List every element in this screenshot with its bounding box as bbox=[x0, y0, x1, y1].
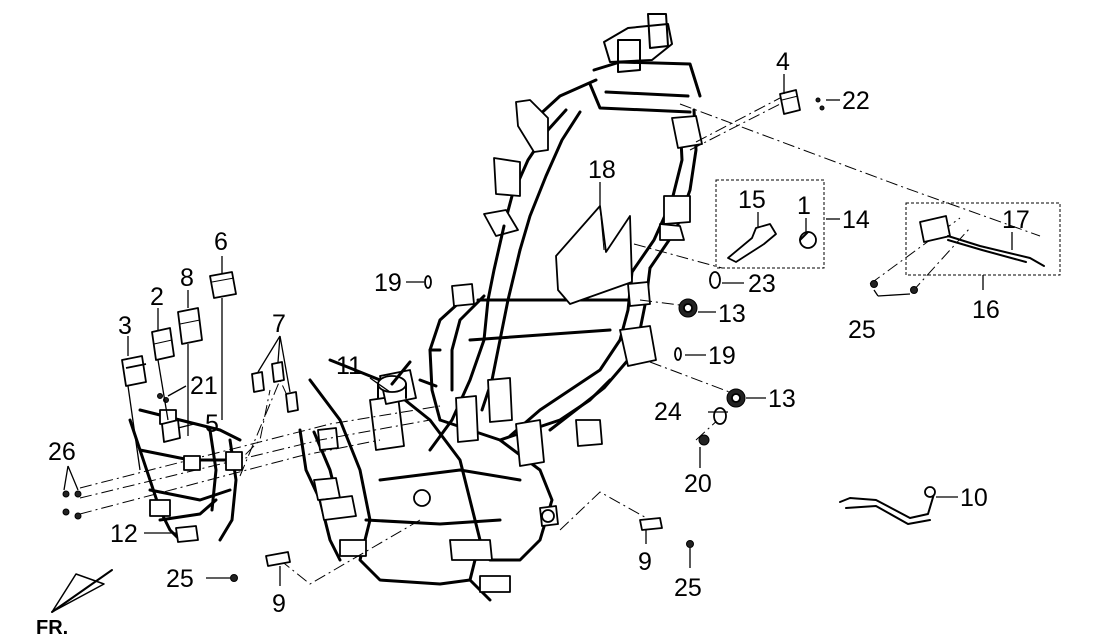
label-part-22: 22 bbox=[842, 87, 870, 115]
part-18-plate bbox=[555, 205, 633, 305]
part-20-nut bbox=[698, 434, 710, 446]
part-12-front-bracket bbox=[128, 408, 243, 543]
label-part-11: 11 bbox=[336, 352, 362, 380]
label-part-13a: 13 bbox=[718, 300, 746, 328]
label-part-12: 12 bbox=[110, 520, 138, 548]
part-1-bushing bbox=[799, 231, 817, 249]
label-part-5: 5 bbox=[205, 410, 219, 438]
label-part-25a: 25 bbox=[848, 316, 876, 344]
label-part-3: 3 bbox=[118, 312, 132, 340]
part-25-nuts bbox=[230, 280, 918, 582]
part-4-clamp bbox=[779, 89, 801, 115]
label-part-1: 1 bbox=[797, 192, 811, 220]
label-part-19b: 19 bbox=[708, 342, 736, 370]
front-marker-text: FR. bbox=[36, 617, 68, 639]
part-22-screws bbox=[815, 97, 825, 111]
label-part-8: 8 bbox=[180, 264, 194, 292]
label-part-20: 20 bbox=[684, 470, 712, 498]
part-23-washer bbox=[709, 271, 721, 289]
part-7-clips bbox=[251, 361, 299, 413]
label-part-23: 23 bbox=[748, 270, 776, 298]
part-5-block bbox=[161, 419, 181, 443]
main-frame bbox=[298, 13, 703, 602]
part-6-relay bbox=[209, 271, 237, 299]
part-10-rod bbox=[839, 486, 936, 525]
part-9-clamps bbox=[265, 517, 663, 567]
label-part-21: 21 bbox=[190, 372, 218, 400]
label-part-18: 18 bbox=[588, 156, 616, 184]
label-part-13b: 13 bbox=[768, 385, 796, 413]
label-part-9b: 9 bbox=[638, 548, 652, 576]
part-2-connector bbox=[151, 327, 175, 361]
label-part-6: 6 bbox=[214, 228, 228, 256]
part-8-connector bbox=[177, 307, 203, 345]
label-part-19a: 19 bbox=[374, 269, 402, 297]
label-part-2: 2 bbox=[150, 283, 164, 311]
label-part-25c: 25 bbox=[674, 574, 702, 602]
leader-lines bbox=[63, 74, 1013, 586]
part-17-cable bbox=[919, 215, 1045, 267]
part-21-screws bbox=[157, 393, 169, 403]
label-part-17: 17 bbox=[1002, 206, 1030, 234]
label-part-25b: 25 bbox=[166, 565, 194, 593]
label-part-15: 15 bbox=[738, 186, 766, 214]
label-part-4: 4 bbox=[776, 48, 790, 76]
label-part-10: 10 bbox=[960, 484, 988, 512]
label-part-26: 26 bbox=[48, 438, 76, 466]
front-direction-marker: FR. bbox=[36, 569, 113, 639]
label-part-9a: 9 bbox=[272, 590, 286, 618]
part-3-connector bbox=[121, 355, 147, 387]
part-15-stand bbox=[727, 223, 777, 263]
label-part-16: 16 bbox=[972, 296, 1000, 324]
part-19-washers bbox=[424, 275, 682, 361]
part-26-nuts bbox=[62, 490, 82, 520]
kit-box-14 bbox=[715, 179, 825, 269]
label-part-24: 24 bbox=[654, 398, 682, 426]
part-number-labels: 1 2 3 4 5 6 7 8 9 9 10 11 12 13 13 14 15… bbox=[48, 48, 1030, 618]
label-part-14: 14 bbox=[842, 206, 870, 234]
label-part-7: 7 bbox=[272, 310, 286, 338]
part-13-grommets bbox=[678, 298, 746, 408]
part-24-washer bbox=[713, 407, 727, 425]
